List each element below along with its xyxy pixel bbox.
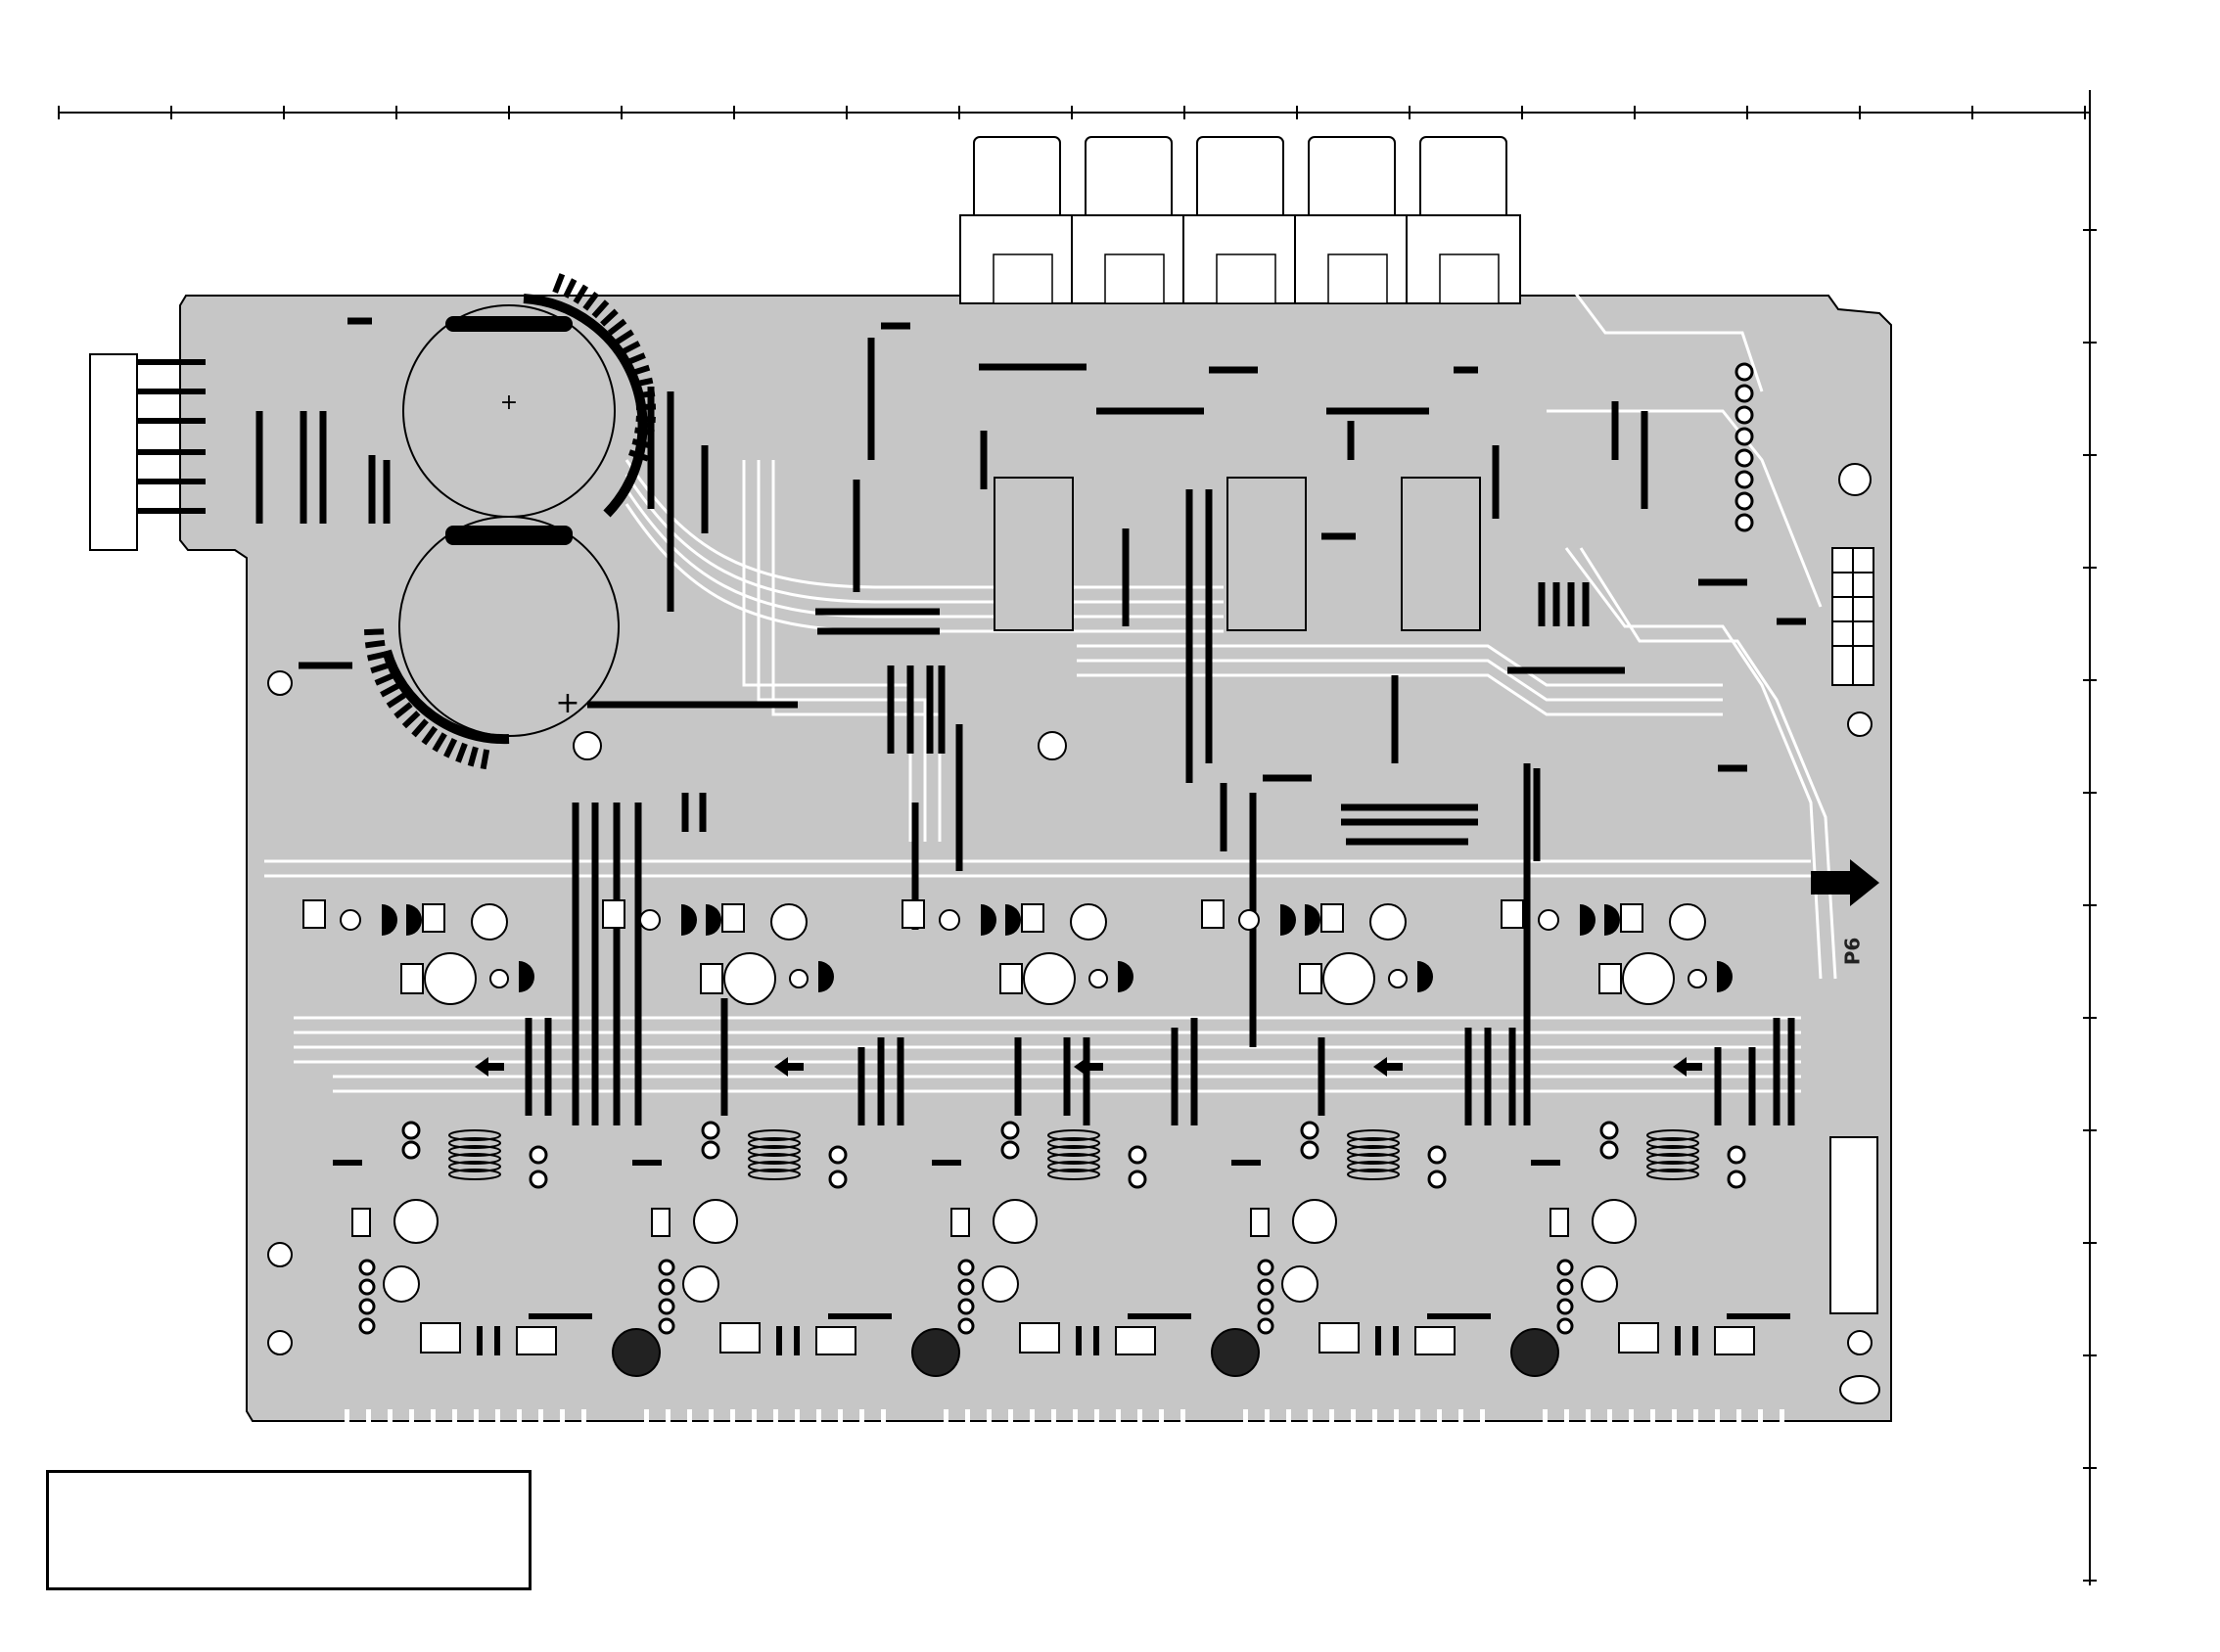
top-ruler — [59, 106, 2090, 119]
resistor-icon — [1736, 450, 1752, 466]
heatsink-fin — [555, 274, 562, 293]
screw-hole-icon — [268, 671, 292, 695]
screw-hole-icon — [268, 1331, 292, 1354]
screw-hole-icon — [1039, 732, 1066, 759]
screw-hole-icon — [1839, 464, 1871, 495]
heatsink-fin — [633, 381, 653, 385]
resistor-icon — [1736, 472, 1752, 487]
board-label: P6 — [1840, 938, 1864, 966]
heatsink-fin — [566, 280, 575, 298]
relay-blocks — [994, 478, 1480, 630]
resistor-icon — [1736, 493, 1752, 509]
resistor-icon — [1736, 386, 1752, 401]
resistor-icon — [1736, 407, 1752, 423]
right-ruler — [2083, 90, 2097, 1585]
heatsink-fin — [484, 750, 487, 769]
connector-jack — [1295, 137, 1409, 303]
screw-hole-icon — [574, 732, 601, 759]
resistor-icon — [1736, 364, 1752, 380]
connector-jack — [1183, 137, 1297, 303]
svg-text:+: + — [555, 686, 579, 720]
screw-hole-icon — [1848, 712, 1872, 736]
screw-hole-icon — [1848, 1331, 1872, 1354]
heatsink-fin — [365, 643, 385, 646]
top-connectors — [960, 137, 1520, 303]
screw-hole-icon — [1840, 1376, 1879, 1403]
heatsink-fin — [364, 631, 384, 632]
connector-jack — [1407, 137, 1520, 303]
connector-jack — [960, 137, 1074, 303]
connector-jack — [1072, 137, 1185, 303]
resistor-icon — [1736, 515, 1752, 530]
svg-text:+: + — [500, 390, 518, 415]
title-block-box — [46, 1470, 532, 1590]
board-outline — [180, 296, 1891, 1421]
resistor-icon — [1736, 429, 1752, 444]
screw-hole-icon — [268, 1243, 292, 1266]
